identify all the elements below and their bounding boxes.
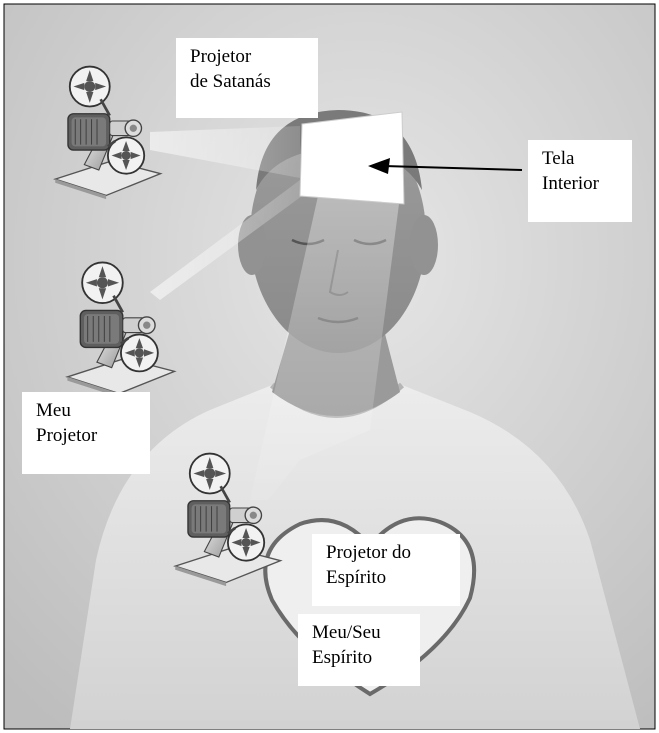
label-my-your-spirit: Meu/Seu Espírito — [298, 614, 420, 686]
label-spirit-projector-line2: Espírito — [326, 565, 446, 590]
label-satan-projector: Projetor de Satanás — [176, 38, 318, 118]
label-inner-screen-line1: Tela — [542, 146, 618, 171]
label-inner-screen-line2: Interior — [542, 171, 618, 196]
label-spirit-projector-line1: Projetor do — [326, 540, 446, 565]
label-my-your-spirit-line1: Meu/Seu — [312, 620, 406, 645]
label-my-your-spirit-line2: Espírito — [312, 645, 406, 670]
label-my-projector-line2: Projetor — [36, 423, 136, 448]
label-inner-screen: Tela Interior — [528, 140, 632, 222]
inner-screen — [300, 112, 404, 204]
label-spirit-projector: Projetor do Espírito — [312, 534, 460, 606]
label-satan-projector-line1: Projetor — [190, 44, 304, 69]
label-satan-projector-line2: de Satanás — [190, 69, 304, 94]
label-my-projector: Meu Projetor — [22, 392, 150, 474]
label-my-projector-line1: Meu — [36, 398, 136, 423]
